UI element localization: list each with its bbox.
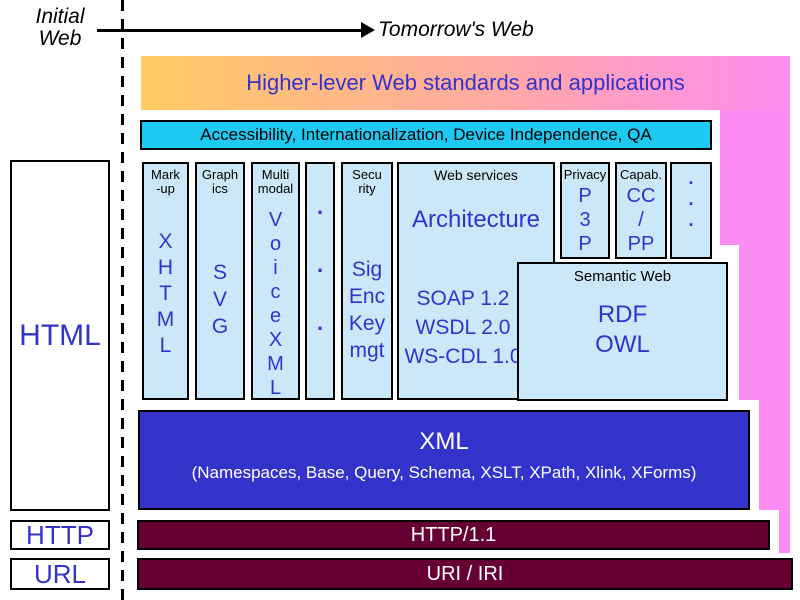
column-capabilities: Capab. CC / PP: [615, 162, 667, 259]
privacy-header: Privacy: [563, 167, 607, 182]
p3p-label: P 3 P: [578, 185, 592, 255]
column-markup: Mark -up X H T M L: [142, 162, 189, 400]
column-security: Secu rity Sig Enc Key mgt: [341, 162, 393, 400]
pink-step-1: [720, 108, 790, 245]
security-items: Sig Enc Key mgt: [348, 258, 386, 362]
xml-title: XML: [419, 428, 469, 455]
uri-iri-bar: URI / IRI: [137, 558, 793, 590]
http11-bar: HTTP/1.1: [137, 520, 770, 550]
rdf-owl-label: RDF OWL: [595, 301, 650, 358]
web-services-specs: SOAP 1.2 WSDL 2.0 WS-CDL 1.0: [404, 287, 522, 368]
column-graphics: Graph ics S V G: [195, 162, 245, 400]
semantic-web-box: Semantic Web RDF OWL: [517, 262, 728, 401]
ellipsis-dots: . . .: [316, 194, 324, 335]
http-label: HTTP: [26, 519, 94, 550]
timeline-dashed-line: [121, 0, 124, 600]
banner-label: Higher-lever Web standards and applicati…: [246, 70, 685, 95]
multimodal-header: Multi modal: [257, 167, 294, 196]
xml-subtitle: (Namespaces, Base, Query, Schema, XSLT, …: [191, 463, 697, 482]
http11-label: HTTP/1.1: [410, 523, 497, 546]
column-privacy: Privacy P 3 P: [560, 162, 610, 259]
timeline-arrow-line: [97, 29, 363, 32]
graphics-header: Graph ics: [201, 167, 239, 196]
architecture-label: Architecture: [411, 206, 541, 233]
http-box: HTTP: [10, 520, 110, 550]
higher-level-banner: Higher-lever Web standards and applicati…: [141, 56, 790, 110]
web-services-header: Web services: [434, 167, 518, 183]
accessibility-bar-label: Accessibility, Internationalization, Dev…: [200, 125, 652, 144]
ellipsis-dots: . . .: [688, 168, 694, 230]
capabilities-header: Capab.: [620, 167, 662, 182]
column-ellipsis-short: . . .: [670, 162, 712, 259]
svg-label: S V G: [211, 261, 229, 338]
html-box: HTML: [10, 160, 110, 511]
markup-header: Mark -up: [151, 167, 180, 196]
html-label: HTML: [19, 318, 101, 352]
ccpp-label: CC / PP: [626, 185, 656, 255]
xml-box: XML (Namespaces, Base, Query, Schema, XS…: [138, 410, 750, 510]
url-box: URL: [10, 558, 110, 590]
pink-step-4: [779, 510, 790, 553]
column-ellipsis-tall: . . .: [305, 162, 335, 400]
url-label: URL: [33, 558, 86, 589]
pink-step-2: [739, 245, 790, 400]
initial-web-label: Initial Web: [35, 5, 85, 50]
xhtml-label: X H T M L: [156, 230, 175, 357]
pink-step-3: [759, 400, 790, 510]
security-header: Secu rity: [352, 167, 382, 196]
accessibility-bar: Accessibility, Internationalization, Dev…: [140, 120, 712, 150]
semantic-web-header: Semantic Web: [573, 268, 672, 285]
uri-iri-label: URI / IRI: [426, 562, 504, 585]
tomorrows-web-label: Tomorrow's Web: [378, 18, 534, 41]
voicexml-label: V o i c e X M L: [267, 209, 284, 399]
timeline-arrow-head-icon: [361, 22, 375, 38]
column-multimodal: Multi modal V o i c e X M L: [251, 162, 300, 400]
